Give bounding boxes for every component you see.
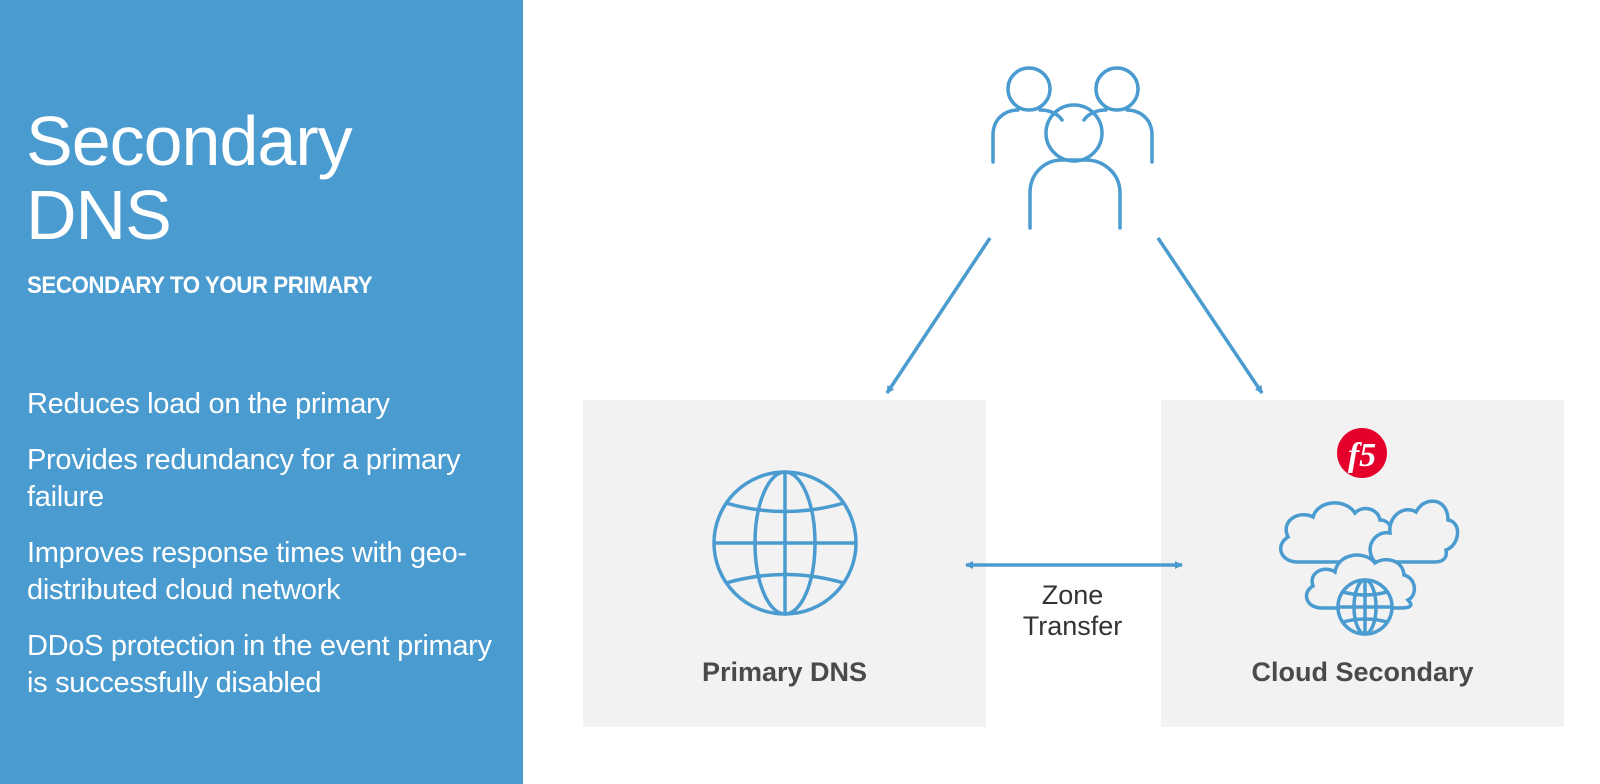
title-line-2: DNS (26, 176, 172, 254)
title-line-1: Secondary (26, 102, 353, 180)
benefit-item: Improves response times with geo-distrib… (27, 536, 467, 607)
primary-dns-label: Primary DNS (701, 657, 868, 687)
globe-icon (712, 470, 858, 616)
page-subtitle: SECONDARY TO YOUR PRIMARY (27, 272, 373, 299)
svg-text:f5: f5 (1348, 437, 1376, 474)
f5-logo: f5 (1337, 428, 1387, 478)
benefit-item: Reduces load on the primary (27, 388, 390, 420)
benefits-list: Reduces load on the primary Provides red… (27, 386, 497, 721)
cloud-secondary-label: Cloud Secondary (1251, 657, 1474, 687)
users-to-primary-arrow (885, 237, 992, 394)
users-to-cloud-arrow (1156, 237, 1264, 394)
benefit-item: Provides redundancy for a primary failur… (27, 443, 461, 514)
users-group-icon (991, 66, 1154, 230)
left-panel: Secondary DNS SECONDARY TO YOUR PRIMARY … (0, 0, 523, 784)
page-title: Secondary DNS (26, 104, 506, 252)
zone-transfer-line-1: Zone (1041, 580, 1104, 610)
cloud-globe-icon (1278, 499, 1460, 636)
zone-transfer-label: Zone Transfer (1000, 580, 1145, 642)
zone-transfer-line-2: Transfer (1022, 611, 1123, 641)
benefit-item: DDoS protection in the event primary is … (27, 629, 492, 700)
